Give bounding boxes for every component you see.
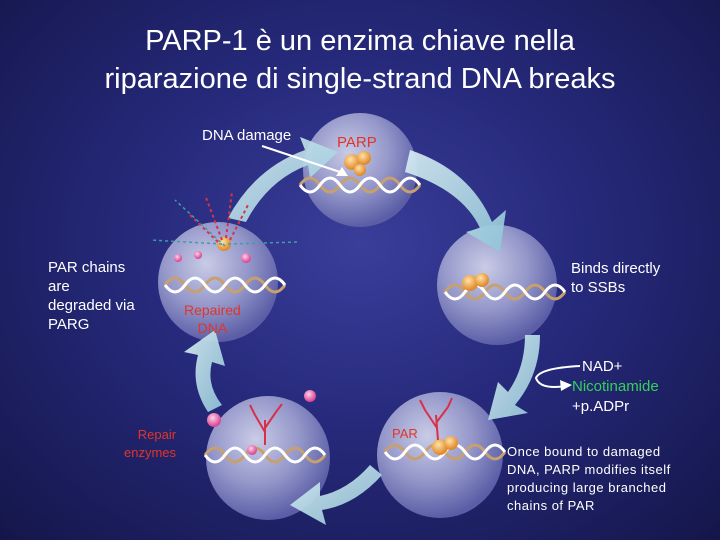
cycle-arrow-right — [488, 335, 540, 420]
dna-damage-pointer-head — [336, 167, 348, 176]
label-par-chains: PAR chains are degraded via PARG — [48, 258, 135, 334]
par-chains-line-4: PARG — [48, 316, 90, 333]
repair-enzyme-4 — [207, 413, 221, 427]
label-padpr: +p.ADPr — [572, 398, 630, 415]
title-line-2: riparazione di single-strand DNA breaks — [104, 63, 616, 95]
par-chains-line-1: PAR chains — [48, 259, 126, 276]
title-line-1: PARP-1 è un enzima chiave nella — [145, 25, 575, 57]
repaired-dna-line-2: DNA — [197, 320, 228, 336]
once-bound-line-2: DNA, PARP modifies itself — [507, 462, 671, 477]
label-parp-top: PARP — [337, 134, 377, 151]
par-chain-bottom-right — [419, 397, 453, 441]
par-fragments-top — [189, 191, 249, 243]
cycle-arrow-top-right — [405, 150, 506, 252]
dna-helix-bottom-left — [203, 446, 327, 464]
nad-curved-arrow — [534, 365, 581, 388]
once-bound-line-1: Once bound to damaged — [507, 444, 661, 459]
cycle-arrow-left — [184, 330, 225, 412]
repaired-dna-line-1: Repaired — [184, 302, 241, 318]
once-bound-line-3: producing large branched — [507, 480, 667, 495]
label-once-bound: Once bound to damaged DNA, PARP modifies… — [507, 443, 671, 515]
label-repair-enzymes: Repair enzymes — [124, 426, 176, 462]
dna-helix-left — [163, 276, 287, 294]
binds-line-2: to SSBs — [571, 279, 626, 296]
nad-curved-arrow-head — [560, 380, 572, 391]
degradation-arrows — [149, 199, 299, 247]
par-chain-bottom-left — [249, 403, 283, 445]
repair-enzyme-1 — [174, 254, 182, 262]
par-chains-line-3: degraded via — [48, 297, 135, 314]
repair-enzymes-line-1: Repair — [137, 427, 177, 442]
binds-line-1: Binds directly — [571, 260, 661, 277]
dna-helix-right — [443, 283, 567, 301]
label-nad: NAD+ — [582, 358, 623, 375]
sphere-repaired — [158, 222, 278, 342]
repair-enzymes-line-2: enzymes — [124, 445, 177, 460]
repair-enzyme-5 — [304, 390, 316, 402]
parp-protein-bottom — [432, 436, 458, 455]
repair-enzyme-6 — [247, 445, 257, 455]
dna-helix-top — [298, 176, 422, 194]
parp-protein-top — [344, 151, 371, 176]
label-nicotinamide: Nicotinamide — [572, 378, 659, 395]
parp-protein-left — [217, 237, 231, 251]
page-title: PARP-1 è un enzima chiave nella riparazi… — [0, 22, 720, 98]
once-bound-line-4: chains of PAR — [507, 498, 595, 513]
dna-damage-pointer-arrow — [261, 145, 341, 173]
parp-protein-right — [462, 273, 489, 291]
label-par-bottom: PAR — [392, 426, 418, 441]
cycle-arrow-top-left — [228, 137, 338, 222]
repair-enzyme-3 — [241, 253, 251, 263]
label-repaired-dna: Repaired DNA — [184, 301, 241, 337]
label-binds-directly: Binds directly to SSBs — [571, 259, 660, 297]
par-chains-line-2: are — [48, 278, 70, 295]
cycle-arrow-bottom — [290, 465, 382, 525]
label-dna-damage: DNA damage — [202, 127, 292, 144]
repair-enzyme-2 — [194, 251, 202, 259]
